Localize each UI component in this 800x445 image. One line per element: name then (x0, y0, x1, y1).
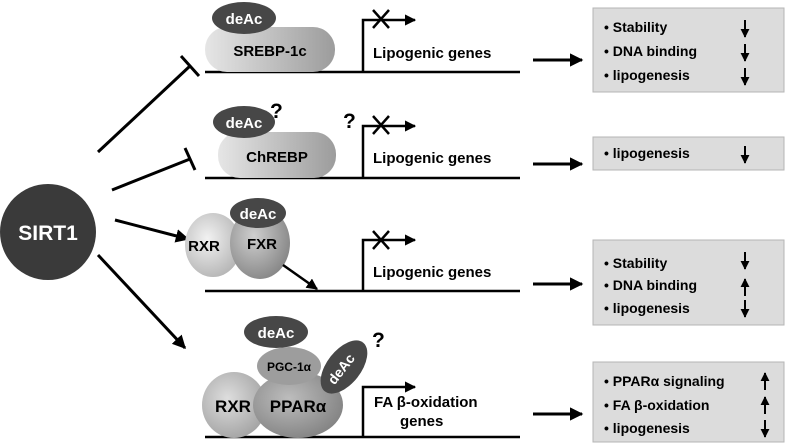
block-cross-icon (372, 230, 390, 250)
outcome-dna-binding: • DNA binding (604, 43, 697, 59)
gene-label: Lipogenic genes (373, 150, 491, 167)
row-chrebp: ChREBP deAc ? ? Lipogenic genes • lipoge… (205, 100, 785, 180)
deac-label: deAc (226, 115, 263, 132)
row-fxr: RXR FXR deAc Lipogenic genes • Stability… (185, 198, 785, 326)
chrebp-label: ChREBP (246, 149, 308, 166)
gene-label: Lipogenic genes (373, 45, 491, 62)
transcription-start-arrow (361, 120, 417, 178)
outcome-lipogenesis: • lipogenesis (604, 420, 690, 436)
ppara-protein (253, 372, 343, 438)
rxr-label: RXR (215, 397, 251, 416)
outcome-ppara-signaling: • PPARα signaling (604, 373, 725, 389)
sirt1-inhibit-srebp (96, 54, 201, 154)
transcription-start-arrow (361, 234, 417, 291)
gene-label-line1: FA β-oxidation (374, 394, 478, 411)
outcome-lipogenesis: • lipogenesis (604, 145, 690, 161)
outcome-lipogenesis: • lipogenesis (604, 300, 690, 316)
rxr-label: RXR (188, 238, 220, 255)
pgc1a-label: PGC-1α (267, 360, 312, 374)
deac-bubble (230, 198, 286, 228)
deac-label: deAc (240, 206, 277, 223)
gene-label-line2: genes (400, 413, 443, 430)
chrebp-protein (218, 132, 336, 178)
deac-label: deAc (258, 325, 295, 342)
row-ppara: RXR PPARα PGC-1α deAc deAc ? FA β-oxidat… (202, 316, 785, 443)
sirt1-label: SIRT1 (18, 222, 78, 245)
outcome-stability: • Stability (604, 19, 667, 35)
deac-bubble (212, 2, 276, 34)
outcome-box (592, 7, 785, 93)
fxr-label: FXR (247, 236, 277, 253)
block-cross-icon (372, 9, 390, 29)
gene-label: Lipogenic genes (373, 264, 491, 281)
outcome-box (592, 361, 785, 443)
outcome-box (592, 239, 785, 326)
question-mark: ? (270, 100, 283, 123)
outcome-fa-oxidation: • FA β-oxidation (604, 397, 709, 413)
question-mark: ? (343, 110, 356, 133)
sirt1-activate-ppar (96, 253, 187, 350)
sirt1-activate-fxr (114, 218, 190, 243)
srebp1c-label: SREBP-1c (233, 43, 306, 60)
rxr-protein (185, 213, 241, 277)
deac-bubble (213, 106, 275, 138)
binding-arrow (282, 263, 318, 291)
srebp1c-protein (205, 27, 335, 72)
outcome-lipogenesis: • lipogenesis (604, 67, 690, 83)
outcome-stability: • Stability (604, 255, 667, 271)
transcription-start-arrow (361, 381, 417, 437)
block-cross-icon (372, 115, 390, 135)
row-srebp1c: SREBP-1c deAc Lipogenic genes • Stabilit… (205, 2, 785, 93)
rxr-protein (202, 372, 266, 438)
question-mark: ? (372, 329, 385, 352)
transcription-start-arrow (361, 14, 417, 72)
ppara-label: PPARα (270, 397, 327, 416)
outcome-box (592, 136, 785, 171)
deac-label: deAc (226, 11, 263, 28)
deac-bubble-tilted (320, 340, 368, 394)
pgc1a-protein (257, 347, 321, 385)
sirt1-inhibit-chrebp (111, 147, 197, 192)
deac-bubble (244, 316, 308, 348)
outcome-dna-binding: • DNA binding (604, 277, 697, 293)
sirt1-node: SIRT1 (0, 184, 96, 280)
